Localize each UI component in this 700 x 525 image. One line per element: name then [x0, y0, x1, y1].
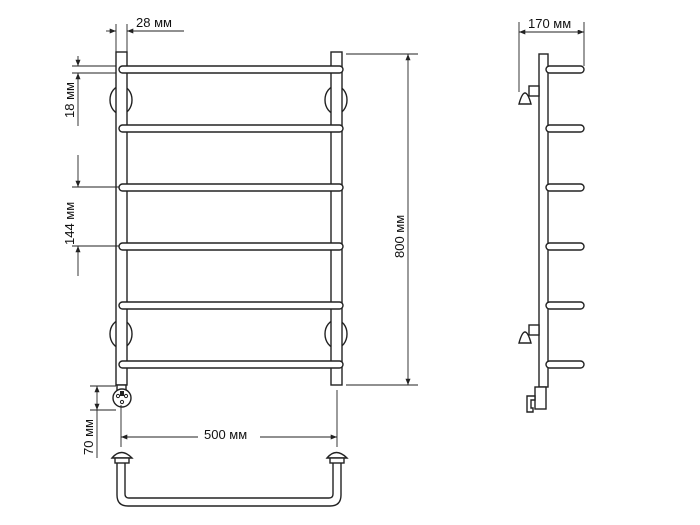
right-rail [330, 51, 343, 386]
side-rungs [545, 65, 585, 369]
label-height: 800 мм [392, 215, 407, 258]
dimension-top-offset: 18 мм [62, 56, 116, 126]
label-width: 500 мм [204, 427, 247, 442]
dimension-rung-pitch: 144 мм [62, 155, 119, 276]
label-depth: 170 мм [528, 16, 571, 31]
wall-flange-left [110, 451, 134, 459]
left-rail [115, 51, 128, 386]
wall-flange-right [325, 451, 349, 459]
side-connector [526, 386, 547, 413]
rung [118, 360, 344, 369]
front-view [109, 51, 348, 408]
bottom-view [110, 451, 349, 507]
side-brackets [518, 85, 540, 344]
rung [118, 124, 344, 133]
label-top-offset: 18 мм [62, 82, 77, 118]
connector-fitting [112, 384, 132, 408]
dimension-depth: 170 мм [518, 15, 585, 92]
label-tube-diameter: 28 мм [136, 15, 172, 30]
label-connector: 70 мм [81, 419, 96, 455]
side-rail [538, 53, 549, 388]
side-view [518, 53, 585, 413]
rung [118, 301, 344, 310]
rung [118, 242, 344, 251]
dimension-connector: 70 мм [81, 385, 116, 458]
label-rung-pitch: 144 мм [62, 202, 77, 245]
rung [118, 183, 344, 192]
dimension-tube-diameter: 28 мм [106, 15, 184, 52]
dimension-width: 500 мм [120, 390, 338, 447]
rungs [118, 65, 344, 369]
dimension-height: 800 мм [346, 53, 418, 386]
rung [118, 65, 344, 74]
